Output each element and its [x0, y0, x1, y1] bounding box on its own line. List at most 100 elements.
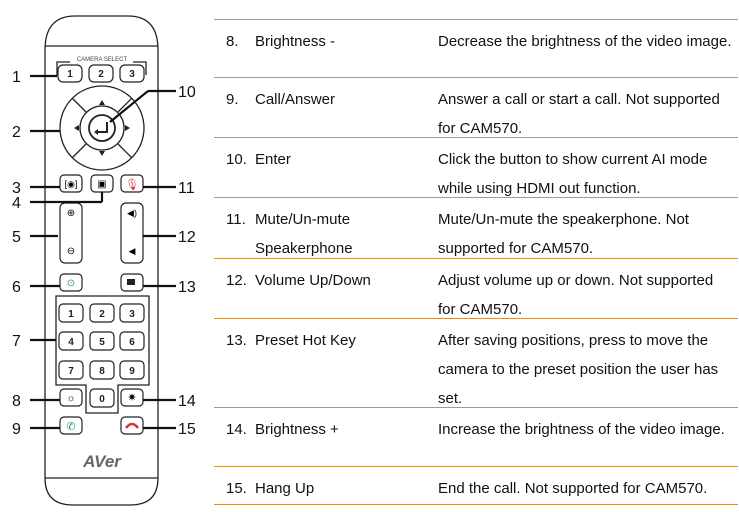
table-row: 9. Call/Answer Answer a call or start a ca…	[214, 77, 738, 137]
callout-number: 5	[12, 229, 21, 246]
callout-number: 6	[12, 279, 21, 296]
camera-button-label: 2	[98, 69, 104, 80]
button-description: Increase the brightness of the video ima…	[438, 421, 725, 438]
keypad-label: 9	[129, 366, 135, 377]
table-row: 13. Preset Hot Key After saving positions,…	[214, 318, 738, 407]
button-name-cell: 15. Hang Up	[214, 467, 438, 504]
keypad-button-3[interactable]	[119, 303, 145, 323]
keypad-button-7[interactable]	[58, 360, 84, 380]
call-icon: ✆	[66, 421, 75, 433]
brightness-up-icon: ✷	[127, 392, 136, 404]
call-button[interactable]	[59, 416, 83, 435]
button-name: Volume Up/Down	[255, 272, 371, 289]
button-name-cell: 14.Brightness +	[214, 408, 438, 466]
button-name-cell: 10. Enter	[214, 138, 438, 197]
volume-up-icon: ◀)	[127, 208, 137, 218]
button-function-table: 8. Brightness - Decrease the brightness of…	[214, 19, 738, 505]
callout-number: 12	[178, 229, 196, 246]
callout-number: 8	[12, 393, 21, 410]
button-description: After saving positions, press to move th…	[438, 332, 719, 407]
button-name: Hang Up	[255, 480, 315, 497]
keypad-button-9[interactable]	[119, 360, 145, 380]
button-name-cell: 9. Call/Answer	[214, 78, 438, 137]
callout-number: 3	[12, 180, 21, 197]
callout-number: 10	[178, 84, 196, 101]
button-number: 12.	[226, 272, 247, 289]
callout-number: 7	[12, 333, 21, 350]
keypad-label: 0	[99, 394, 105, 405]
keypad-label: 7	[68, 366, 74, 377]
camera-button-label: 3	[129, 69, 135, 80]
table-row: 10. Enter Click the button to show current…	[214, 137, 738, 197]
button-description: Decrease the brightness of the video ima…	[438, 33, 732, 50]
brightness-down-button[interactable]	[59, 388, 83, 407]
keypad-label: 8	[99, 366, 105, 377]
button-number: 11.	[226, 211, 246, 228]
keypad-button-6[interactable]	[119, 331, 145, 351]
hangup-button[interactable]	[120, 416, 144, 435]
volume-down-icon: ◀	[129, 246, 136, 256]
mute-button[interactable]	[120, 174, 144, 193]
keypad-label: 2	[99, 309, 105, 320]
table-row: 14.Brightness +Increase the brightness o…	[214, 407, 738, 466]
button-number: 14.	[226, 421, 247, 438]
callout-line	[109, 90, 149, 123]
keypad-button-1[interactable]	[58, 303, 84, 323]
auto-framing-button[interactable]	[59, 273, 83, 292]
brightness-up-button[interactable]	[120, 388, 144, 407]
keypad-label: 3	[129, 309, 135, 320]
callout-number: 14	[178, 393, 196, 410]
button-number: 13.	[226, 332, 247, 349]
callout-number: 1	[12, 69, 21, 86]
zoom-in-icon: ⊕	[67, 208, 75, 219]
zoom-out-icon: ⊖	[67, 246, 75, 257]
mute-icon: 🎙	[125, 178, 139, 191]
keypad-label: 4	[68, 337, 74, 348]
callout-number: 9	[12, 421, 21, 438]
camera-select-button-3[interactable]	[119, 64, 145, 83]
button-description: End the call. Not supported for CAM570.	[438, 480, 708, 497]
button-name: Brightness -	[255, 33, 336, 50]
camera-select-label: CAMERA SELECT	[77, 57, 128, 63]
volume-rocker[interactable]	[120, 202, 144, 264]
button-name-cell: 12. Volume Up/Down	[214, 259, 438, 318]
ptz-frame-icon: [◉]	[65, 179, 78, 189]
button-name-cell: 13. Preset Hot Key	[214, 319, 438, 407]
button-name-cell: 8. Brightness -	[214, 20, 438, 77]
button-description: Answer a call or start a call. Not suppo…	[438, 91, 720, 137]
button-number: 15.	[226, 480, 247, 497]
table-row: 15. Hang Up End the call. Not supported fo…	[214, 466, 738, 505]
keypad-label: 6	[129, 337, 135, 348]
aver-logo: AVer	[82, 452, 122, 471]
keypad-button-2[interactable]	[89, 303, 115, 323]
callout-number: 2	[12, 124, 21, 141]
callout-number: 11	[178, 180, 195, 197]
camera-select-button-2[interactable]	[88, 64, 114, 83]
keypad-button-5[interactable]	[89, 331, 115, 351]
button-number: 10.	[226, 151, 247, 168]
button-number: 9.	[226, 91, 239, 108]
keypad-label: 1	[68, 309, 74, 320]
button-name-cell: 11. Mute/Un-mute Speakerphone	[214, 198, 438, 258]
table-row: 8. Brightness - Decrease the brightness of…	[214, 19, 738, 77]
ai-mode-icon: ▣	[97, 179, 106, 190]
button-name: Enter	[255, 151, 291, 168]
ptz-button[interactable]	[59, 174, 83, 193]
button-name: Mute/Un-mute Speakerphone	[255, 211, 353, 257]
button-name: Call/Answer	[255, 91, 336, 108]
keypad-button-4[interactable]	[58, 331, 84, 351]
button-number: 8.	[226, 33, 239, 50]
callout-number: 13	[178, 279, 196, 296]
camera-button-label: 1	[67, 69, 73, 80]
button-name: Preset Hot Key	[255, 332, 356, 349]
callout-number: 4	[12, 195, 21, 212]
camera-select-button-1[interactable]	[57, 64, 83, 83]
button-description: Click the button to show current AI mode…	[438, 151, 708, 197]
keypad-button-0[interactable]	[89, 388, 115, 408]
hangup-icon	[125, 422, 139, 429]
keypad-label: 5	[99, 337, 105, 348]
keypad-button-8[interactable]	[89, 360, 115, 380]
